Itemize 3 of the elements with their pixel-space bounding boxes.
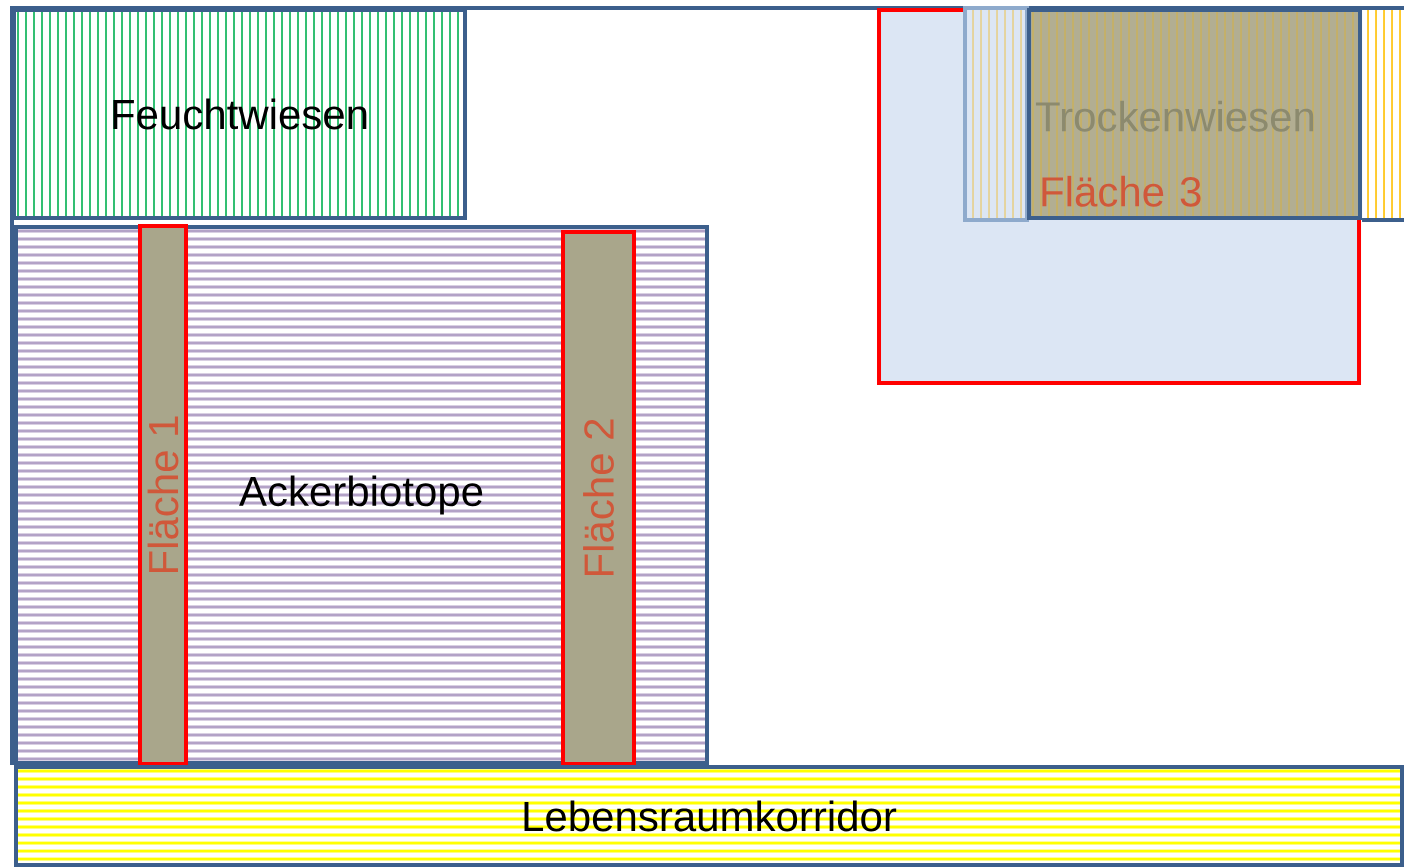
habitat-area: Trockenwiesen Fläche 3: [1027, 8, 1362, 220]
plot-area: Fläche 2: [561, 230, 636, 766]
plot-area: Fläche 1: [138, 224, 188, 766]
